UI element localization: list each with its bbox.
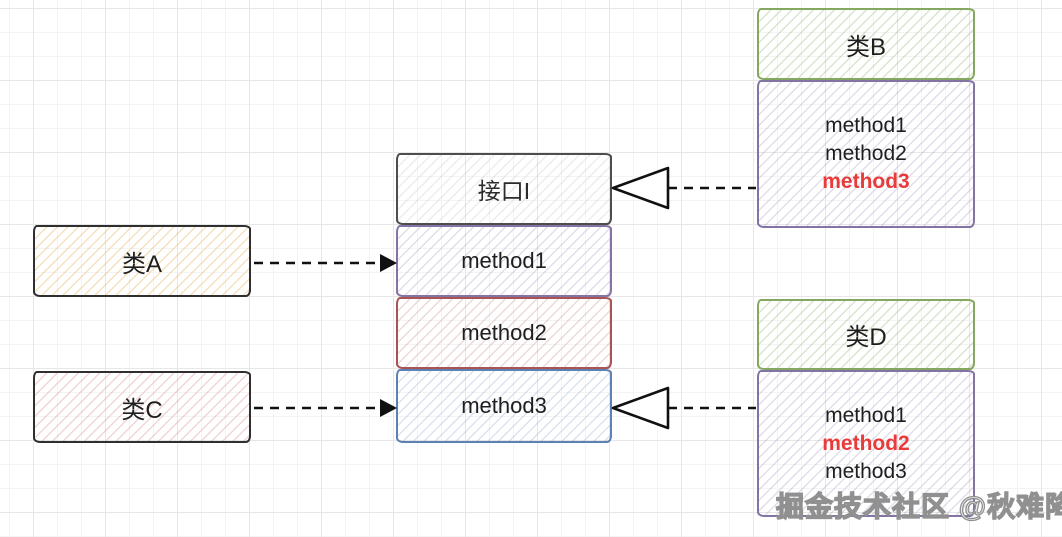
hollow-triangle-method3 (611, 386, 670, 430)
class-d-method2-highlighted: method2 (822, 431, 910, 455)
node-class-b-body: method1 method2 method3 (757, 80, 975, 228)
node-class-d-label: 类D (845, 324, 887, 351)
node-interface-method2: method2 (396, 297, 612, 369)
node-interface: 接口I (396, 153, 612, 225)
node-interface-method1: method1 (396, 225, 612, 297)
class-d-method3: method3 (825, 459, 907, 483)
interface-method2-label: method2 (461, 320, 547, 345)
node-class-b-header: 类B (757, 8, 975, 80)
class-b-method3-highlighted: method3 (822, 170, 910, 193)
node-class-a: 类A (33, 225, 251, 297)
node-interface-method3: method3 (396, 369, 612, 443)
interface-method3-label: method3 (461, 393, 547, 418)
class-d-method1: method1 (825, 403, 907, 427)
node-class-c: 类C (33, 371, 251, 443)
node-class-d-body: method1 method2 method3 (757, 370, 975, 517)
node-class-b-label: 类B (845, 33, 886, 61)
solid-arrowhead-method1 (380, 254, 397, 272)
hollow-triangle-interface (611, 166, 670, 210)
node-class-c-label: 类C (121, 396, 163, 424)
solid-arrowhead-method3 (380, 399, 397, 417)
class-b-method1: method1 (825, 114, 907, 137)
node-interface-label: 接口I (477, 178, 531, 204)
class-b-method2: method2 (825, 142, 907, 165)
interface-method1-label: method1 (461, 248, 547, 273)
watermark-text: 掘金技术社区 @秋难降 (775, 490, 1062, 522)
node-class-a-label: 类A (121, 250, 162, 278)
node-class-d-header: 类D (757, 299, 975, 370)
